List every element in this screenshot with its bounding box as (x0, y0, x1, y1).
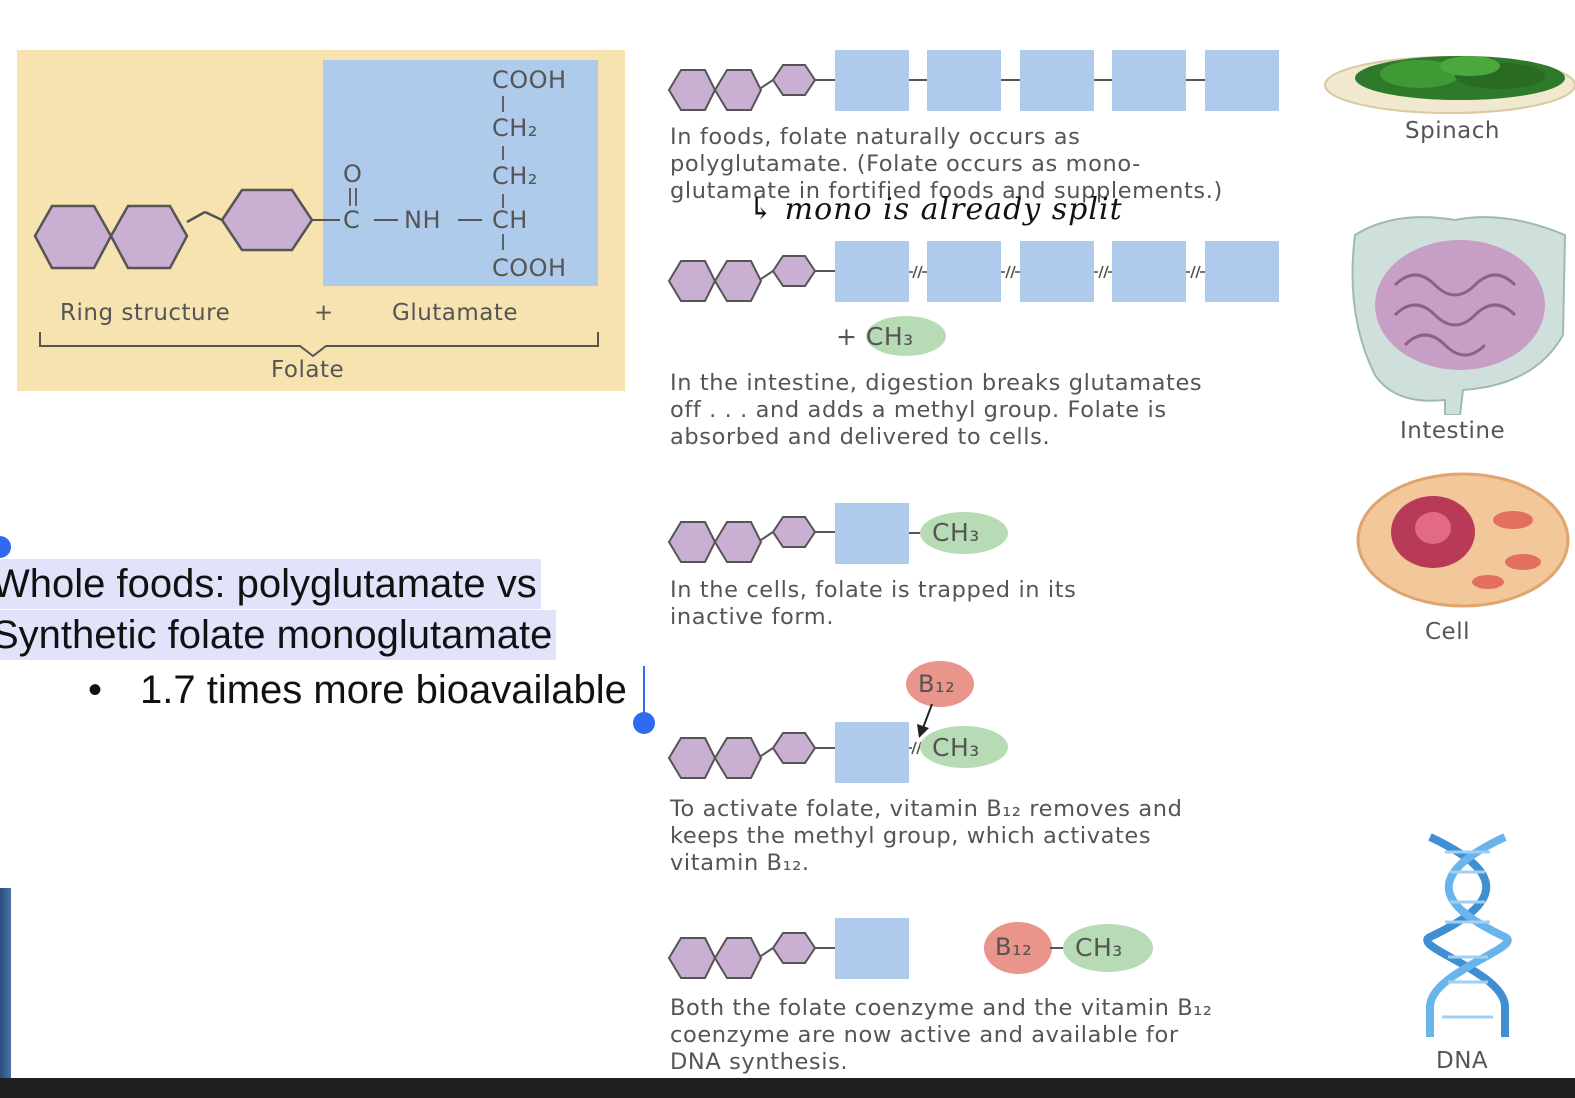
step5-line3: DNA synthesis. (670, 1049, 849, 1075)
methyl-badge-step3: CH₃ (932, 518, 980, 547)
step5-line1: Both the folate coenzyme and the vitamin… (670, 995, 1213, 1021)
step1-line3: glutamate in fortified foods and supplem… (670, 178, 1223, 204)
text-cursor (643, 666, 645, 716)
group-ch2-1: CH₂ (492, 114, 538, 142)
step4-line3: vitamin B₁₂. (670, 850, 810, 876)
bullet-text: 1.7 times more bioavailable (140, 668, 627, 712)
bullet-symbol: • (88, 668, 103, 712)
step2-line3: absorbed and delivered to cells. (670, 424, 1051, 450)
carbonyl-carbon: C (343, 206, 361, 234)
b12-badge-step4: B₁₂ (918, 670, 956, 698)
group-cooh-bottom: COOH (492, 254, 567, 282)
step3-line1: In the cells, folate is trapped in its (670, 577, 1077, 603)
folate-label: Folate (271, 357, 345, 383)
glutamate-label: Glutamate (392, 300, 519, 326)
step4-line1: To activate folate, vitamin B₁₂ removes … (670, 796, 1183, 822)
handwritten-note: ↳ mono is already split (748, 192, 1123, 227)
bottom-bar (0, 1078, 1575, 1098)
methyl-badge-step5: CH₃ (1075, 933, 1123, 962)
methyl-badge-step4: CH₃ (932, 733, 980, 762)
methyl-addition-label: + CH₃ (836, 322, 914, 351)
step5-line2: coenzyme are now active and available fo… (670, 1022, 1179, 1048)
note-line-2[interactable]: Synthetic folate monoglutamate (0, 610, 557, 660)
dna-label: DNA (1436, 1048, 1489, 1074)
group-cooh-top: COOH (492, 66, 567, 94)
intestine-label: Intestine (1400, 418, 1506, 444)
cell-icon (1356, 472, 1570, 608)
step1-line1: In foods, folate naturally occurs as (670, 124, 1081, 150)
step4-line2: keeps the methyl group, which activates (670, 823, 1152, 849)
step1-line2: polyglutamate. (Folate occurs as mono- (670, 151, 1141, 177)
step2-line1: In the intestine, digestion breaks gluta… (670, 370, 1203, 396)
step3-line2: inactive form. (670, 604, 835, 630)
group-ch2-2: CH₂ (492, 162, 538, 190)
step2-line2: off . . . and adds a methyl group. Folat… (670, 397, 1167, 423)
carbonyl-oxygen: O (343, 160, 363, 188)
spinach-plate-icon (1324, 56, 1575, 114)
amide-nh: NH (404, 206, 441, 234)
group-ch: CH (492, 206, 528, 234)
selection-start-handle[interactable] (0, 536, 11, 558)
selection-end-handle[interactable] (633, 712, 655, 734)
folate-pathway-schematics (668, 50, 1279, 979)
b12-badge-step5: B₁₂ (995, 933, 1033, 961)
dna-helix-icon (1423, 833, 1512, 1037)
cell-label: Cell (1425, 619, 1470, 645)
blue-edge-graphic (0, 888, 11, 1078)
plus-sign: + (314, 300, 334, 326)
ring-structure-label: Ring structure (60, 300, 231, 326)
glutamate-box (323, 60, 598, 286)
intestine-icon (1351, 216, 1567, 415)
ring-structure-icon (33, 96, 599, 358)
spinach-label: Spinach (1405, 118, 1500, 144)
note-line-1[interactable]: Whole foods: polyglutamate vs (0, 559, 541, 609)
